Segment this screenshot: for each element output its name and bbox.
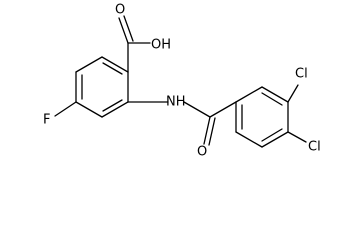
label-o-acid: O (115, 3, 125, 18)
bond-ring2-2 (261, 86, 289, 103)
label-nh: NH (166, 95, 186, 110)
bond-ring-cl-top (287, 84, 299, 103)
bond-ring2-5 (235, 131, 263, 148)
bond-ring2-inner-a (261, 92, 283, 106)
bond-ring1-1 (101, 56, 129, 73)
bond-ring1-4 (75, 101, 103, 118)
bond-carbonyl-ring (209, 101, 237, 118)
bond-carboxyl-double-b (123, 15, 134, 42)
bond-ring1-inner-b (102, 99, 123, 112)
bond-ring2-inner-b (261, 128, 283, 142)
bond-carbonyl-o-b (208, 117, 216, 146)
label-cl-bottom: Cl (308, 140, 321, 155)
chemical-structure-diagram: OH O F NH Cl Cl O (43, 3, 321, 160)
label-cl-top: Cl (295, 67, 308, 82)
label-oh: OH (151, 38, 171, 53)
bond-ring2-4 (261, 131, 289, 148)
bond-ring-cl-bottom (287, 131, 307, 143)
label-o-amide: O (197, 145, 207, 160)
bond-nh-carbonyl (183, 101, 211, 118)
bond-ring1-inner-a (102, 62, 123, 75)
bond-ring1-3 (101, 101, 129, 118)
label-fluorine: F (43, 113, 50, 128)
bond-ring2-1 (235, 86, 263, 103)
bond-carboxyl-double-a (118, 17, 129, 44)
bond-ring1-6 (75, 56, 103, 73)
bond-carbonyl-o-a (203, 116, 211, 145)
bond-ring-fluorine (54, 101, 77, 117)
